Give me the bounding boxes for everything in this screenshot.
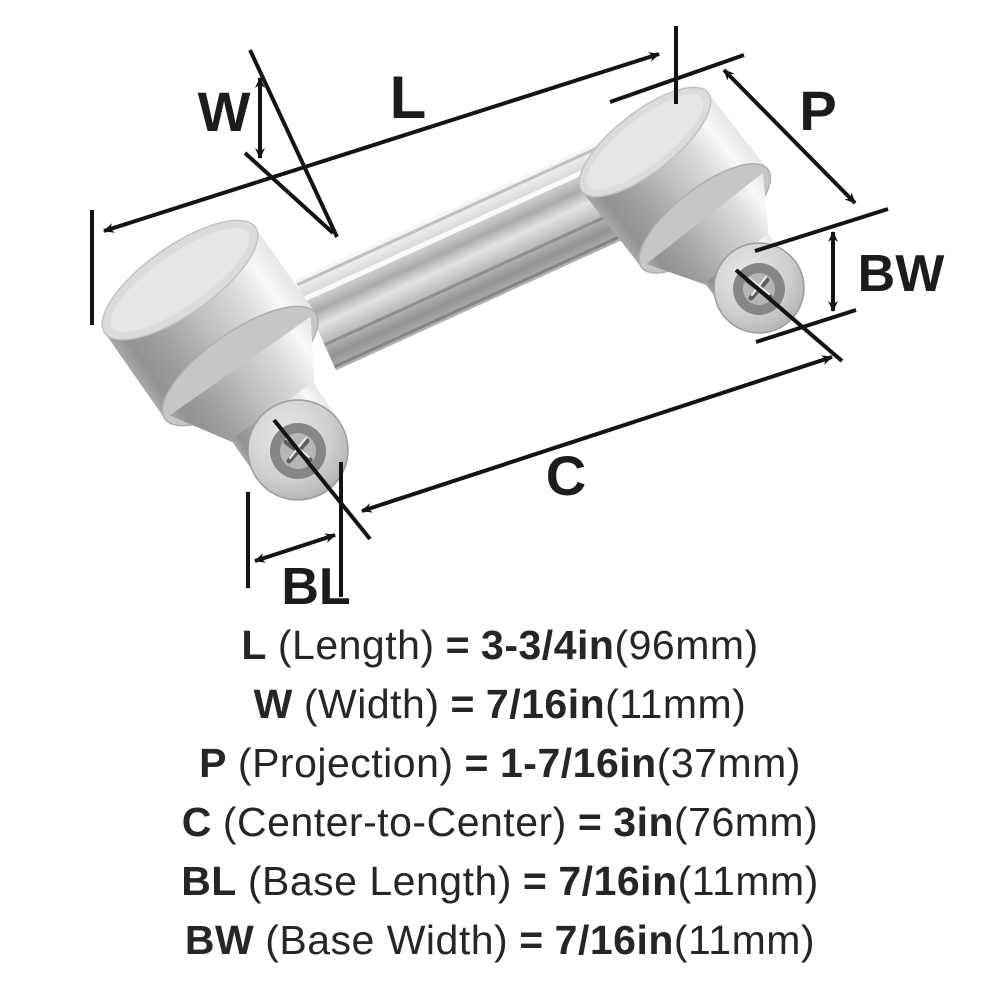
dim-label-p: P (799, 79, 836, 142)
spec-value: 3-3/4in (481, 622, 615, 668)
bw-extension-line-upper (754, 207, 889, 253)
spec-equals: = (522, 858, 548, 904)
spec-value: 3in (613, 799, 675, 845)
bl-dimension-arrow (254, 533, 336, 563)
spec-value: 1-7/16in (500, 740, 657, 786)
l-dimension-arrow (103, 52, 660, 233)
spec-abbr: BL (181, 858, 237, 904)
spec-abbr: P (199, 740, 227, 786)
dimension-labels: W L P BW C BL (198, 64, 946, 616)
dim-label-bw: BW (858, 245, 946, 303)
handle-render (101, 86, 805, 501)
spec-equals: = (450, 681, 475, 727)
spec-abbr: W (253, 681, 293, 727)
spec-value: 7/16in (558, 858, 678, 904)
dim-label-bl: BL (281, 558, 350, 616)
spec-equals: = (519, 917, 544, 963)
spec-row-base-width: BW(Base Width)=7/16in(11mm) (0, 911, 1000, 970)
c-extension-line-right (734, 268, 844, 363)
dim-label-c: C (546, 444, 586, 507)
spec-equals: = (464, 740, 489, 786)
spec-row-width: W(Width)=7/16in(11mm) (0, 675, 1000, 734)
w-extension-line-upper (248, 49, 339, 238)
spec-equals: = (577, 799, 603, 845)
c-extension-line-left (272, 418, 372, 541)
w-extension-line-lower (243, 151, 335, 235)
spec-value: 7/16in (485, 681, 606, 727)
spec-abbr: L (241, 622, 267, 668)
spec-abbr: C (181, 799, 212, 845)
spec-name: (Center-to-Center) (222, 799, 567, 845)
spec-name: (Base Length) (247, 858, 512, 904)
left-foot-neck (169, 316, 315, 443)
dimension-lines (90, 26, 889, 597)
dimension-diagram: W L P BW C BL (90, 26, 946, 616)
p-dimension-arrow (722, 68, 857, 205)
spec-name: (Base Width) (265, 917, 509, 963)
spec-list: L(Length)=3-3/4in(96mm) W(Width)=7/16in(… (0, 616, 1000, 970)
spec-name: (Length) (277, 622, 435, 668)
spec-metric: (76mm) (674, 799, 819, 845)
handle-diagram-svg: W L P BW C BL (90, 26, 946, 616)
spec-row-projection: P(Projection)=1-7/16in(37mm) (0, 734, 1000, 793)
spec-name: (Projection) (237, 740, 454, 786)
p-extension-line-upper (609, 53, 745, 104)
spec-equals: = (445, 622, 471, 668)
dim-label-l: L (390, 64, 427, 131)
c-dimension-arrow (361, 355, 833, 513)
spec-row-center-to-center: C(Center-to-Center)=3in(76mm) (0, 793, 1000, 852)
spec-metric: (11mm) (605, 681, 747, 727)
bw-extension-line-lower (755, 308, 857, 344)
spec-metric: (37mm) (656, 740, 801, 786)
spec-row-length: L(Length)=3-3/4in(96mm) (0, 616, 1000, 675)
spec-name: (Width) (303, 681, 440, 727)
spec-abbr: BW (184, 917, 255, 963)
spec-row-base-length: BL(Base Length)=7/16in(11mm) (0, 852, 1000, 911)
dim-label-w: W (198, 80, 251, 143)
spec-value: 7/16in (554, 917, 674, 963)
spec-metric: (96mm) (614, 622, 759, 668)
spec-metric: (11mm) (677, 858, 819, 904)
spec-metric: (11mm) (673, 917, 816, 963)
